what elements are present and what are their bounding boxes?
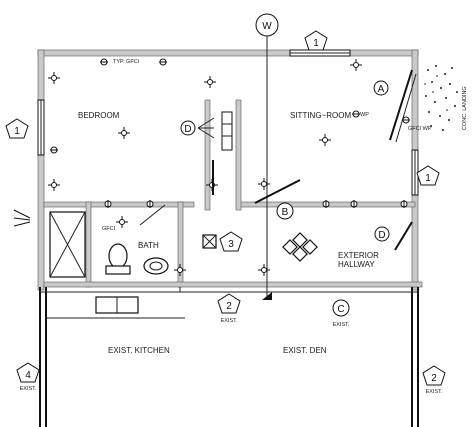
- tag-door-b: B: [276, 202, 294, 220]
- svg-text:D: D: [378, 230, 385, 241]
- svg-text:A: A: [378, 84, 385, 95]
- exterior-light-icon: [13, 209, 31, 227]
- tag-window-right: 1: [416, 165, 440, 186]
- closet-shelving: [197, 111, 233, 151]
- svg-text:2: 2: [226, 301, 232, 312]
- tag-window-bottom-left: 4 EXIST.: [16, 362, 40, 392]
- label-exist-den: EXIST. DEN: [283, 346, 327, 355]
- svg-text:EXIST.: EXIST.: [426, 389, 443, 395]
- svg-text:1: 1: [425, 173, 431, 184]
- storage-x-box: [49, 211, 86, 278]
- tag-door-c: C EXIST.: [332, 299, 350, 328]
- tag-window-bath: 3: [219, 231, 243, 252]
- svg-text:2: 2: [431, 373, 437, 384]
- bath-door-slab: [139, 204, 166, 226]
- svg-text:4: 4: [25, 370, 31, 381]
- tag-door-d-closet: D: [180, 120, 196, 136]
- note-gfci-wp: GFCI WP: [408, 126, 432, 132]
- tag-window-bottom-center: 2 EXIST.: [217, 293, 241, 324]
- outlet-icons: [50, 58, 410, 208]
- kitchen-sink-icon: [95, 296, 139, 314]
- door-b: [254, 179, 301, 204]
- concrete-landing-stipple: [424, 65, 458, 131]
- window-top: [289, 49, 351, 57]
- note-gfci-bath: GFCI: [102, 226, 116, 232]
- tag-window-bottom-right: 2 EXIST.: [422, 365, 446, 395]
- note-wp: WP: [360, 112, 369, 118]
- label-exist-kitchen: EXIST. KITCHEN: [108, 346, 170, 355]
- door-a: [389, 69, 417, 143]
- tag-window-top: 1: [304, 30, 328, 51]
- svg-text:3: 3: [228, 239, 234, 250]
- label-hallway: HALLWAY: [338, 260, 375, 269]
- label-bath: BATH: [138, 241, 159, 250]
- svg-text:EXIST.: EXIST.: [20, 386, 37, 392]
- bath-vent-icon: [202, 234, 217, 249]
- svg-text:1: 1: [14, 126, 20, 137]
- hallway-fan-icon: [282, 232, 318, 262]
- svg-text:W: W: [262, 21, 272, 32]
- svg-text:1: 1: [313, 38, 319, 49]
- svg-text:EXIST.: EXIST.: [221, 318, 238, 324]
- label-sitting-room: SITTING~ROOM: [290, 111, 351, 120]
- door-d-hall: [394, 221, 413, 251]
- window-left: [37, 99, 45, 156]
- note-typ-gfci: TYP. GFCI: [113, 59, 140, 65]
- tag-w-marker: W: [255, 13, 279, 300]
- label-bedroom: BEDROOM: [78, 111, 120, 120]
- svg-text:C: C: [337, 304, 344, 315]
- tag-door-a: A: [373, 80, 389, 96]
- toilet-icon: [105, 243, 131, 275]
- tag-door-d-hall: D: [374, 226, 390, 242]
- svg-text:EXIST.: EXIST.: [333, 322, 350, 328]
- sink-icon: [143, 257, 169, 275]
- svg-text:D: D: [184, 124, 191, 135]
- existing-walls: [39, 287, 419, 427]
- label-exterior: EXTERIOR: [338, 251, 379, 260]
- label-conc-landing: CONC. LANDING: [462, 86, 468, 130]
- tag-window-left: 1: [5, 118, 29, 139]
- svg-text:B: B: [282, 207, 289, 218]
